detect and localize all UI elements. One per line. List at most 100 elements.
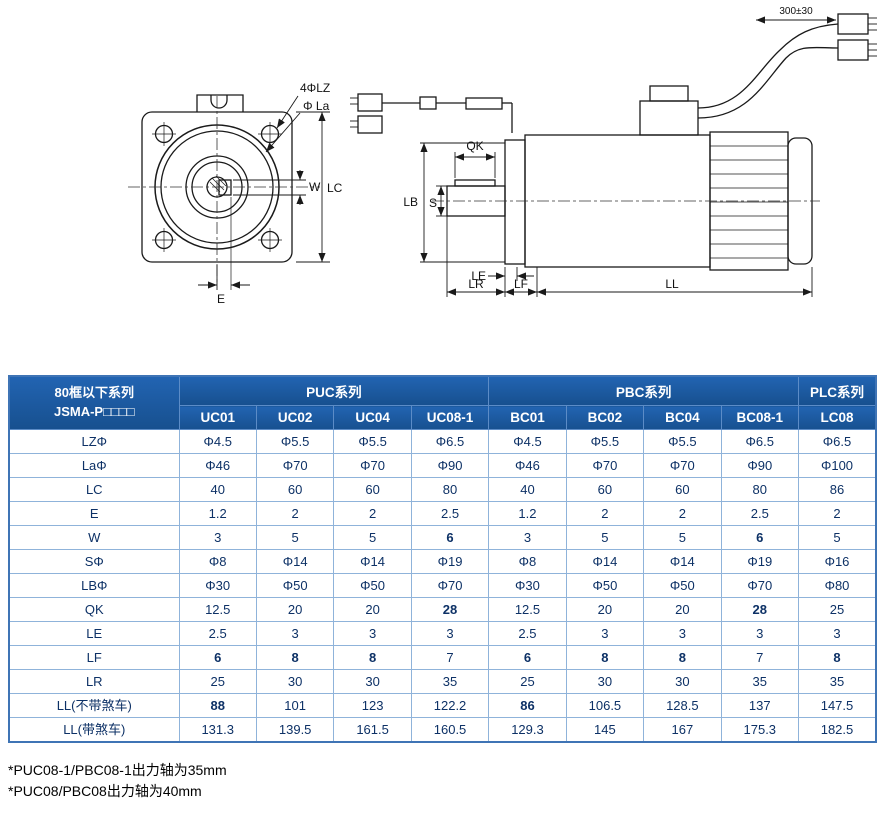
- dimension-value: 1.2: [488, 501, 567, 526]
- dimension-value: Φ8: [178, 549, 257, 574]
- shaft-key: [454, 179, 496, 187]
- series-corner-line2: JSMA-P□□□□: [53, 404, 135, 419]
- dimension-label: LL(不带煞车): [8, 693, 180, 718]
- dimension-value: Φ6.5: [720, 429, 800, 454]
- cable-ferrule: [465, 97, 503, 110]
- dimension-value: 129.3: [488, 717, 567, 743]
- dimension-value: 3: [178, 525, 257, 550]
- label-la: Φ La: [303, 99, 330, 113]
- dimension-value: 137: [720, 693, 800, 718]
- encoder-plug: [837, 39, 869, 61]
- dimension-label: LF: [8, 645, 180, 670]
- dimension-value: 20: [333, 597, 412, 622]
- dimension-value: 30: [333, 669, 412, 694]
- model-header: UC08-1: [410, 405, 490, 430]
- dimension-value: 28: [720, 597, 800, 622]
- dimension-value: Φ100: [798, 453, 877, 478]
- dimension-value: 80: [410, 477, 490, 502]
- side-view: [350, 13, 877, 271]
- dimension-value: Φ46: [488, 453, 567, 478]
- dimension-value: 20: [255, 597, 335, 622]
- dimension-value: 60: [565, 477, 645, 502]
- dimension-value: 3: [488, 525, 567, 550]
- label-le: LE: [471, 269, 486, 283]
- side-dimensions: [420, 16, 836, 297]
- dimension-value: 86: [488, 693, 567, 718]
- dimension-value: 7: [720, 645, 800, 670]
- dimension-label: LE: [8, 621, 180, 646]
- dimension-value: Φ14: [643, 549, 722, 574]
- dimension-value: 60: [643, 477, 722, 502]
- cable: [697, 46, 839, 119]
- dimension-value: 1.2: [178, 501, 257, 526]
- dimension-value: Φ6.5: [798, 429, 877, 454]
- dimension-value: 3: [565, 621, 645, 646]
- dimension-value: 3: [720, 621, 800, 646]
- footnotes: *PUC08-1/PBC08-1出力轴为35mm *PUC08/PBC08出力轴…: [8, 760, 227, 802]
- series-group-header: PBC系列: [488, 375, 799, 406]
- dimension-value: 88: [178, 693, 257, 718]
- dimension-value: Φ4.5: [488, 429, 567, 454]
- dimension-value: Φ50: [255, 573, 335, 598]
- cable-ferrule: [419, 96, 437, 110]
- model-header: BC01: [488, 405, 567, 430]
- dimension-value: 3: [333, 621, 412, 646]
- dimension-value: Φ19: [410, 549, 490, 574]
- dimension-value: 5: [798, 525, 877, 550]
- dimension-value: Φ70: [565, 453, 645, 478]
- label-qk: QK: [466, 139, 483, 153]
- dimension-value: Φ80: [798, 573, 877, 598]
- dimension-value: 131.3: [178, 717, 257, 743]
- dimension-value: 86: [798, 477, 877, 502]
- dimension-value: 6: [720, 525, 800, 550]
- hole-crosshairs: [152, 122, 282, 252]
- dimension-value: 2: [565, 501, 645, 526]
- dimension-value: 139.5: [255, 717, 335, 743]
- dimension-value: 30: [255, 669, 335, 694]
- label-4lz: 4ΦLZ: [300, 81, 330, 95]
- dimension-value: 2: [255, 501, 335, 526]
- dimension-label: LL(带煞车): [8, 717, 180, 743]
- footnote-1: *PUC08-1/PBC08-1出力轴为35mm: [8, 762, 227, 778]
- connector-housing: [639, 100, 699, 136]
- left-plug: [357, 93, 383, 112]
- dimension-value: 5: [565, 525, 645, 550]
- dimension-value: 35: [798, 669, 877, 694]
- front-dimensions: [198, 95, 330, 290]
- dimension-value: 8: [643, 645, 722, 670]
- dimension-value: 160.5: [410, 717, 490, 743]
- dimension-value: 3: [255, 621, 335, 646]
- dimension-value: 182.5: [798, 717, 877, 743]
- dimension-value: 2: [643, 501, 722, 526]
- dimension-label: LBΦ: [8, 573, 180, 598]
- series-corner-header: 80框以下系列 JSMA-P□□□□: [8, 375, 180, 430]
- dimension-value: 35: [410, 669, 490, 694]
- dimension-label: W: [8, 525, 180, 550]
- model-header: UC02: [255, 405, 335, 430]
- series-group-header: PUC系列: [178, 375, 490, 406]
- model-header: BC04: [643, 405, 722, 430]
- dimension-value: 2.5: [178, 621, 257, 646]
- footnote-2: *PUC08/PBC08出力轴为40mm: [8, 783, 202, 799]
- label-lb: LB: [403, 195, 418, 209]
- model-header: BC08-1: [720, 405, 800, 430]
- left-plug: [357, 115, 383, 134]
- dimension-value: 30: [643, 669, 722, 694]
- label-ll: LL: [665, 277, 679, 291]
- dimension-value: Φ5.5: [643, 429, 722, 454]
- model-header: BC02: [565, 405, 645, 430]
- dimension-label: LZΦ: [8, 429, 180, 454]
- dimension-value: Φ30: [488, 573, 567, 598]
- dimension-value: Φ16: [798, 549, 877, 574]
- dimension-value: 122.2: [410, 693, 490, 718]
